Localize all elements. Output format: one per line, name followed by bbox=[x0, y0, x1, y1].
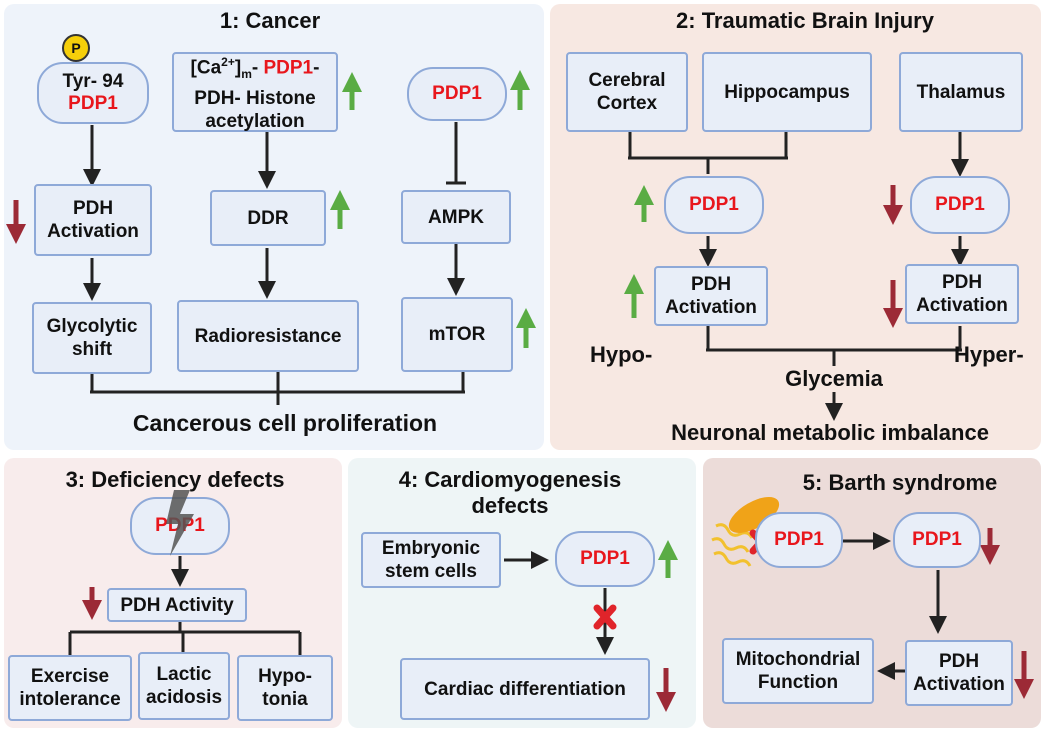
pdp1-label: PDP1 bbox=[68, 93, 118, 114]
hyper-label: Hyper- bbox=[954, 342, 1024, 367]
hypo-label: Hypo- bbox=[590, 342, 653, 367]
lactic-label: Lactic bbox=[156, 664, 212, 685]
ca-superscript: 2+ bbox=[221, 55, 235, 70]
pdh-activation-node: PDH Activation bbox=[905, 640, 1013, 706]
exercise-label: Exercise bbox=[30, 666, 110, 687]
ca-bracket: ] bbox=[234, 57, 242, 79]
glycemia-label: Glycemia bbox=[785, 366, 883, 391]
embryonic-label: Embryonic bbox=[381, 538, 481, 559]
pdp1-left-node: PDP1 bbox=[755, 512, 843, 568]
pdh-histone-line: PDH- Histone bbox=[194, 87, 316, 109]
cardio-title: 4: Cardiomyogenesis defects bbox=[360, 467, 660, 519]
ca-dash: - bbox=[251, 57, 264, 79]
ddr-node: DDR bbox=[210, 190, 326, 246]
hypotonia-node: Hypo- tonia bbox=[237, 655, 333, 721]
pdp1-right-node: PDP1 bbox=[910, 176, 1010, 234]
ca-text: [Ca bbox=[190, 57, 222, 79]
mtor-node: mTOR bbox=[401, 297, 513, 372]
pdh-activation-right-node: PDH Activation bbox=[905, 264, 1019, 324]
pdp1-label: PDP1 bbox=[689, 194, 739, 215]
calcium-pdp1-node: [Ca2+]m- PDP1- PDH- Histone acetylation bbox=[172, 52, 338, 132]
phospho-badge: P bbox=[62, 34, 90, 62]
pdp1-node: PDP1 bbox=[407, 67, 507, 121]
ddr-label: DDR bbox=[247, 207, 289, 229]
tbi-title: 2: Traumatic Brain Injury bbox=[676, 8, 934, 33]
cardio-title-line2: defects bbox=[471, 493, 549, 518]
pdp1-node: PDP1 bbox=[555, 531, 655, 587]
down-arrow-icons bbox=[6, 185, 1034, 712]
pdp1-left-node: PDP1 bbox=[664, 176, 764, 234]
radioresistance-node: Radioresistance bbox=[177, 300, 359, 372]
phospho-label: P bbox=[71, 40, 81, 56]
pdp1-label: PDP1 bbox=[774, 529, 824, 550]
pdh-label: PDH bbox=[690, 274, 732, 295]
thalamus-label: Thalamus bbox=[916, 81, 1006, 103]
pdh-activity-node: PDH Activity bbox=[107, 588, 247, 622]
pdp1-right-node: PDP1 bbox=[893, 512, 981, 568]
pdp1-label: PDP1 bbox=[580, 548, 630, 569]
lightning-bolt-icon bbox=[166, 490, 194, 556]
stem-cells-label: stem cells bbox=[385, 561, 477, 582]
cerebral-cortex-node: Cerebral Cortex bbox=[566, 52, 688, 132]
activation-label: Activation bbox=[913, 674, 1005, 695]
hypo-label: Hypo- bbox=[258, 666, 312, 687]
calcium-line: [Ca2+]m- PDP1- bbox=[191, 51, 320, 86]
cortex-label: Cortex bbox=[596, 93, 658, 114]
activation-label: Activation bbox=[47, 221, 139, 242]
pdp1-label: PDP1 bbox=[432, 83, 482, 104]
mitochondrial-function-node: Mitochondrial Function bbox=[722, 638, 874, 704]
thalamus-node: Thalamus bbox=[899, 52, 1023, 132]
barth-connectors bbox=[842, 532, 947, 680]
mitochondrial-label: Mitochondrial bbox=[735, 649, 861, 670]
deficiency-connectors bbox=[68, 556, 302, 655]
intolerance-label: intolerance bbox=[19, 689, 121, 710]
ampk-node: AMPK bbox=[401, 190, 511, 244]
tbi-outcome: Neuronal metabolic imbalance bbox=[671, 420, 989, 445]
pdh-label: PDH bbox=[938, 651, 980, 672]
glycolytic-label: Glycolytic bbox=[46, 316, 138, 337]
cardiac-label: Cardiac differentiation bbox=[424, 678, 626, 700]
cardio-title-line1: 4: Cardiomyogenesis bbox=[398, 467, 622, 492]
tonia-label: tonia bbox=[262, 689, 308, 710]
up-arrow-icons bbox=[330, 70, 678, 578]
glycolytic-shift-node: Glycolytic shift bbox=[32, 302, 152, 374]
function-label: Function bbox=[757, 672, 839, 693]
pdh-activity-label: PDH Activity bbox=[120, 594, 234, 616]
cancer-connectors bbox=[83, 122, 466, 405]
pdp1-label: PDP1 bbox=[935, 194, 985, 215]
mtor-label: mTOR bbox=[428, 324, 486, 345]
deficiency-title: 3: Deficiency defects bbox=[65, 467, 285, 492]
acetylation-line: acetylation bbox=[205, 110, 305, 132]
cerebral-label: Cerebral bbox=[588, 70, 666, 91]
radioresistance-label: Radioresistance bbox=[194, 325, 342, 347]
embryonic-stem-cells-node: Embryonic stem cells bbox=[361, 532, 501, 588]
tyr94-pdp1-node: Tyr- 94 PDP1 bbox=[37, 62, 149, 124]
cancer-title: 1: Cancer bbox=[219, 8, 321, 33]
hippocampus-label: Hippocampus bbox=[724, 81, 850, 103]
hippocampus-node: Hippocampus bbox=[702, 52, 872, 132]
pdh-activation-node: PDH Activation bbox=[34, 184, 152, 256]
ca-after: - bbox=[313, 57, 320, 79]
pdp1-label: PDP1 bbox=[912, 529, 962, 550]
ca-subscript: m bbox=[241, 67, 252, 82]
activation-label: Activation bbox=[665, 297, 757, 318]
shift-label: shift bbox=[71, 339, 113, 360]
tbi-connectors bbox=[628, 132, 969, 421]
pdh-activation-left-node: PDH Activation bbox=[654, 266, 768, 326]
cancer-outcome: Cancerous cell proliferation bbox=[132, 410, 438, 436]
activation-label: Activation bbox=[916, 295, 1008, 316]
barth-title: 5: Barth syndrome bbox=[802, 470, 998, 495]
tyr94-label: Tyr- 94 bbox=[62, 71, 124, 92]
pdh-label: PDH bbox=[72, 198, 114, 219]
cardiac-differentiation-node: Cardiac differentiation bbox=[400, 658, 650, 720]
red-x-icon bbox=[593, 604, 617, 630]
lactic-acidosis-node: Lactic acidosis bbox=[138, 652, 230, 720]
pdh-label: PDH bbox=[941, 272, 983, 293]
ampk-label: AMPK bbox=[428, 206, 484, 228]
tafazzin-protein-icon bbox=[711, 497, 780, 567]
pdp1-label: PDP1 bbox=[263, 57, 314, 79]
exercise-intolerance-node: Exercise intolerance bbox=[8, 655, 132, 721]
acidosis-label: acidosis bbox=[145, 687, 223, 708]
